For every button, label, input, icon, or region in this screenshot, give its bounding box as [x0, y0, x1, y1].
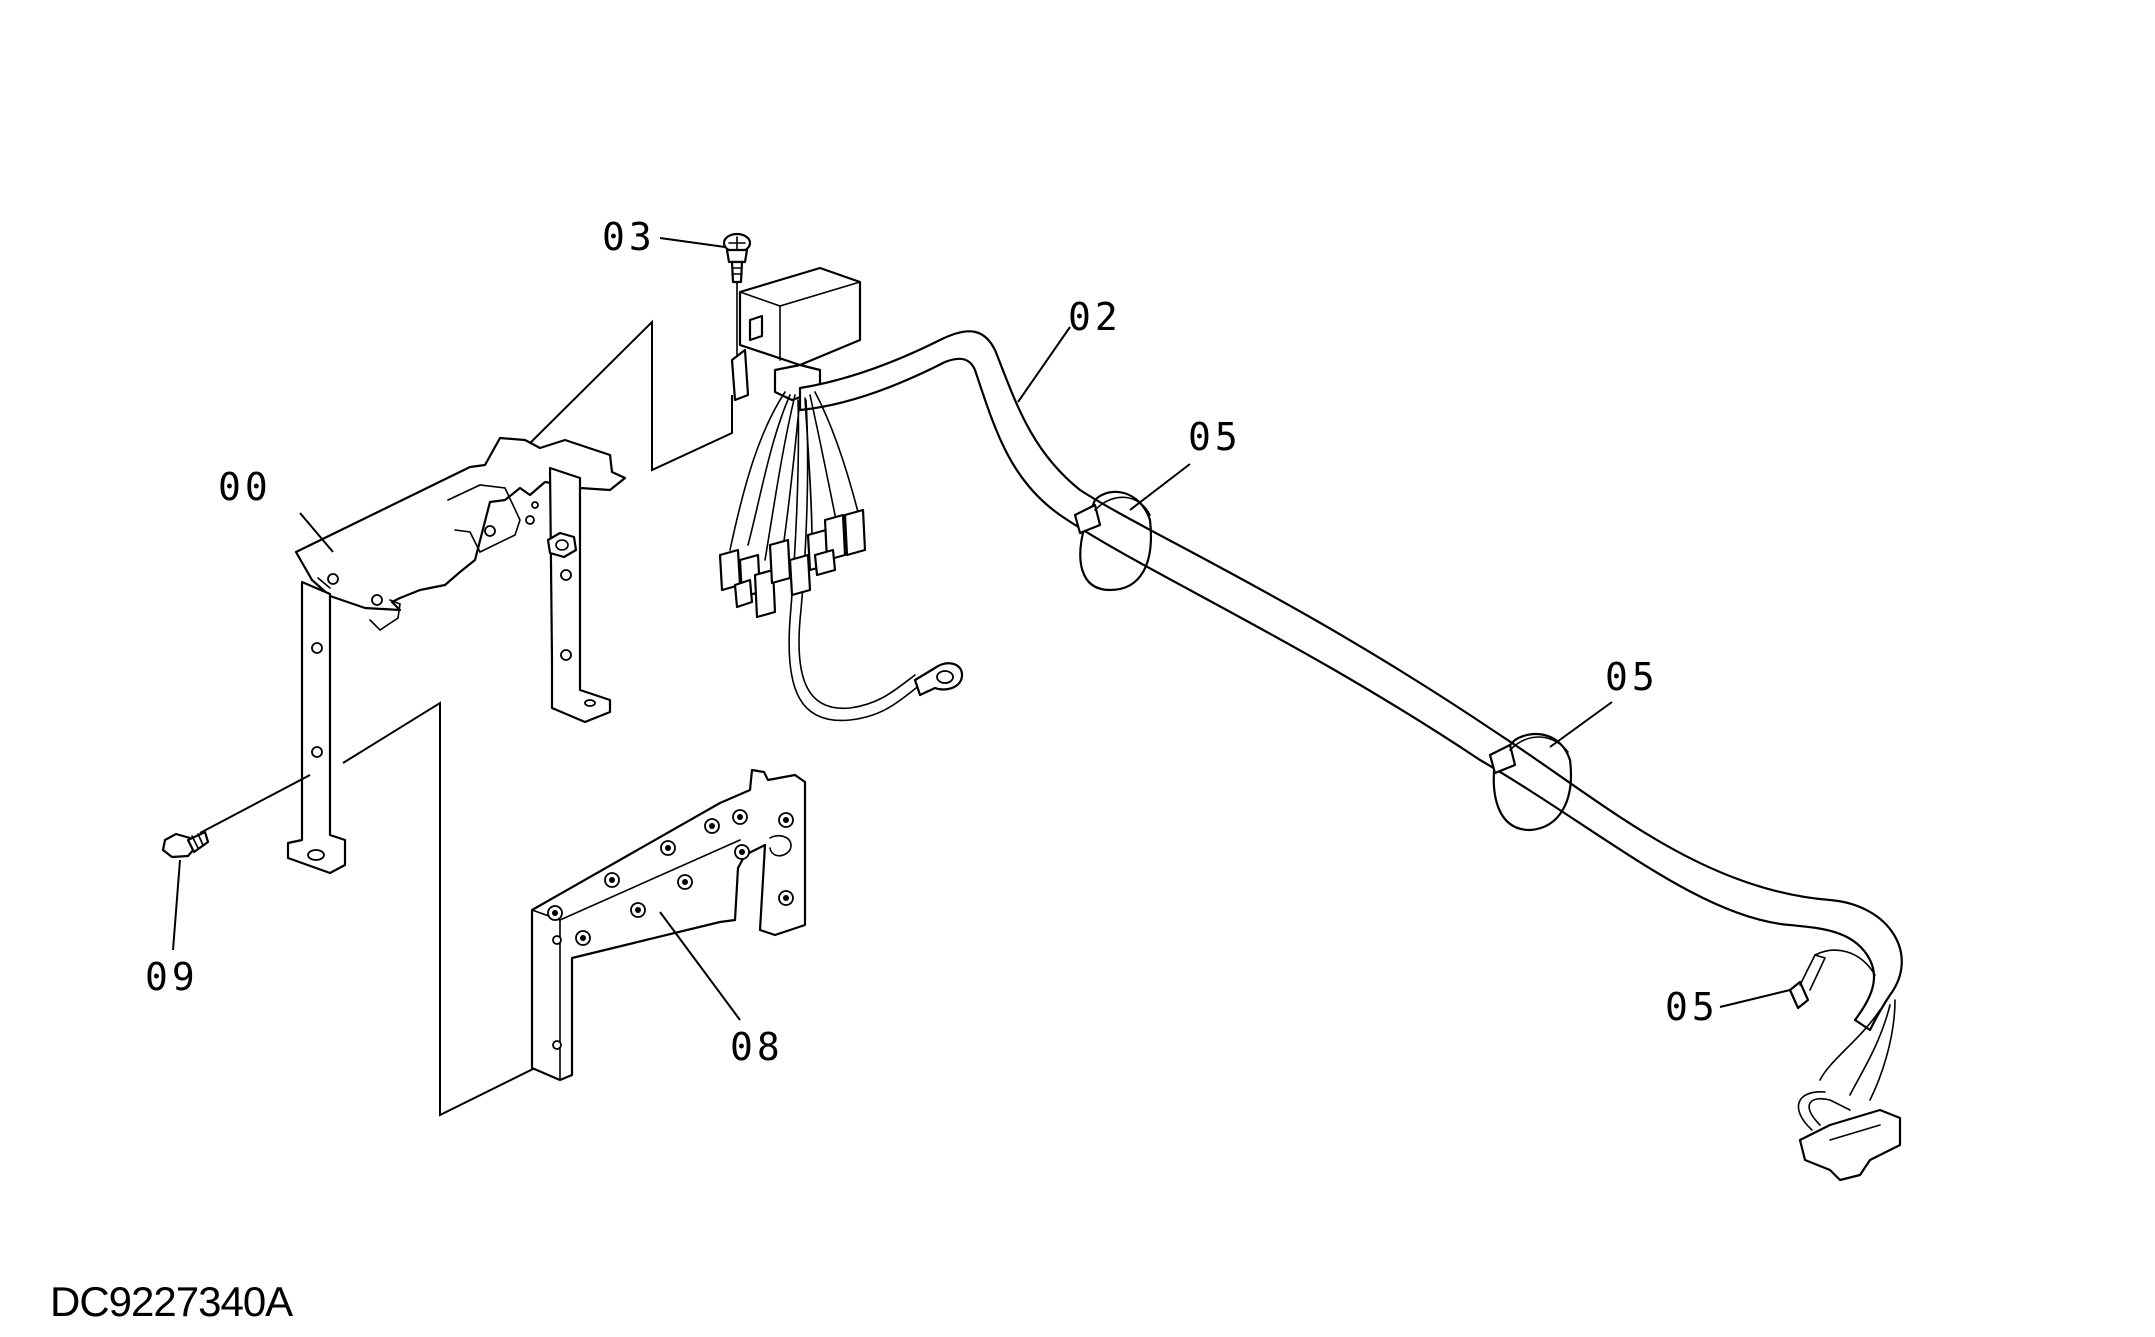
bolt-09	[161, 830, 210, 859]
end-connector	[1797, 999, 1902, 1182]
clamp-2	[1488, 732, 1572, 832]
callout-02: 02	[1068, 295, 1122, 339]
reference-lines	[342, 319, 733, 1117]
callout-00: 00	[218, 465, 272, 509]
callout-09: 09	[145, 955, 199, 999]
clamp-1	[1073, 490, 1152, 592]
clamp-3	[1788, 949, 1876, 1010]
terminal-connectors	[718, 508, 867, 619]
callout-08: 08	[730, 1025, 784, 1069]
upper-bracket	[286, 436, 627, 875]
callout-05-second: 05	[1605, 655, 1659, 699]
callout-05-first: 05	[1188, 415, 1242, 459]
screw-03	[722, 232, 752, 396]
leader-lines	[172, 237, 1791, 1021]
callout-labels: 00 03 02 05 05 05 08 09	[145, 215, 1719, 1069]
wire-harness	[718, 266, 1903, 1182]
drawing-code: DC9227340A	[50, 1278, 293, 1325]
bracket-fasteners	[547, 809, 794, 946]
callout-03: 03	[602, 215, 656, 259]
cable-clamps	[1073, 490, 1876, 1010]
callout-05-third: 05	[1665, 985, 1719, 1029]
branch-wires	[729, 391, 921, 722]
